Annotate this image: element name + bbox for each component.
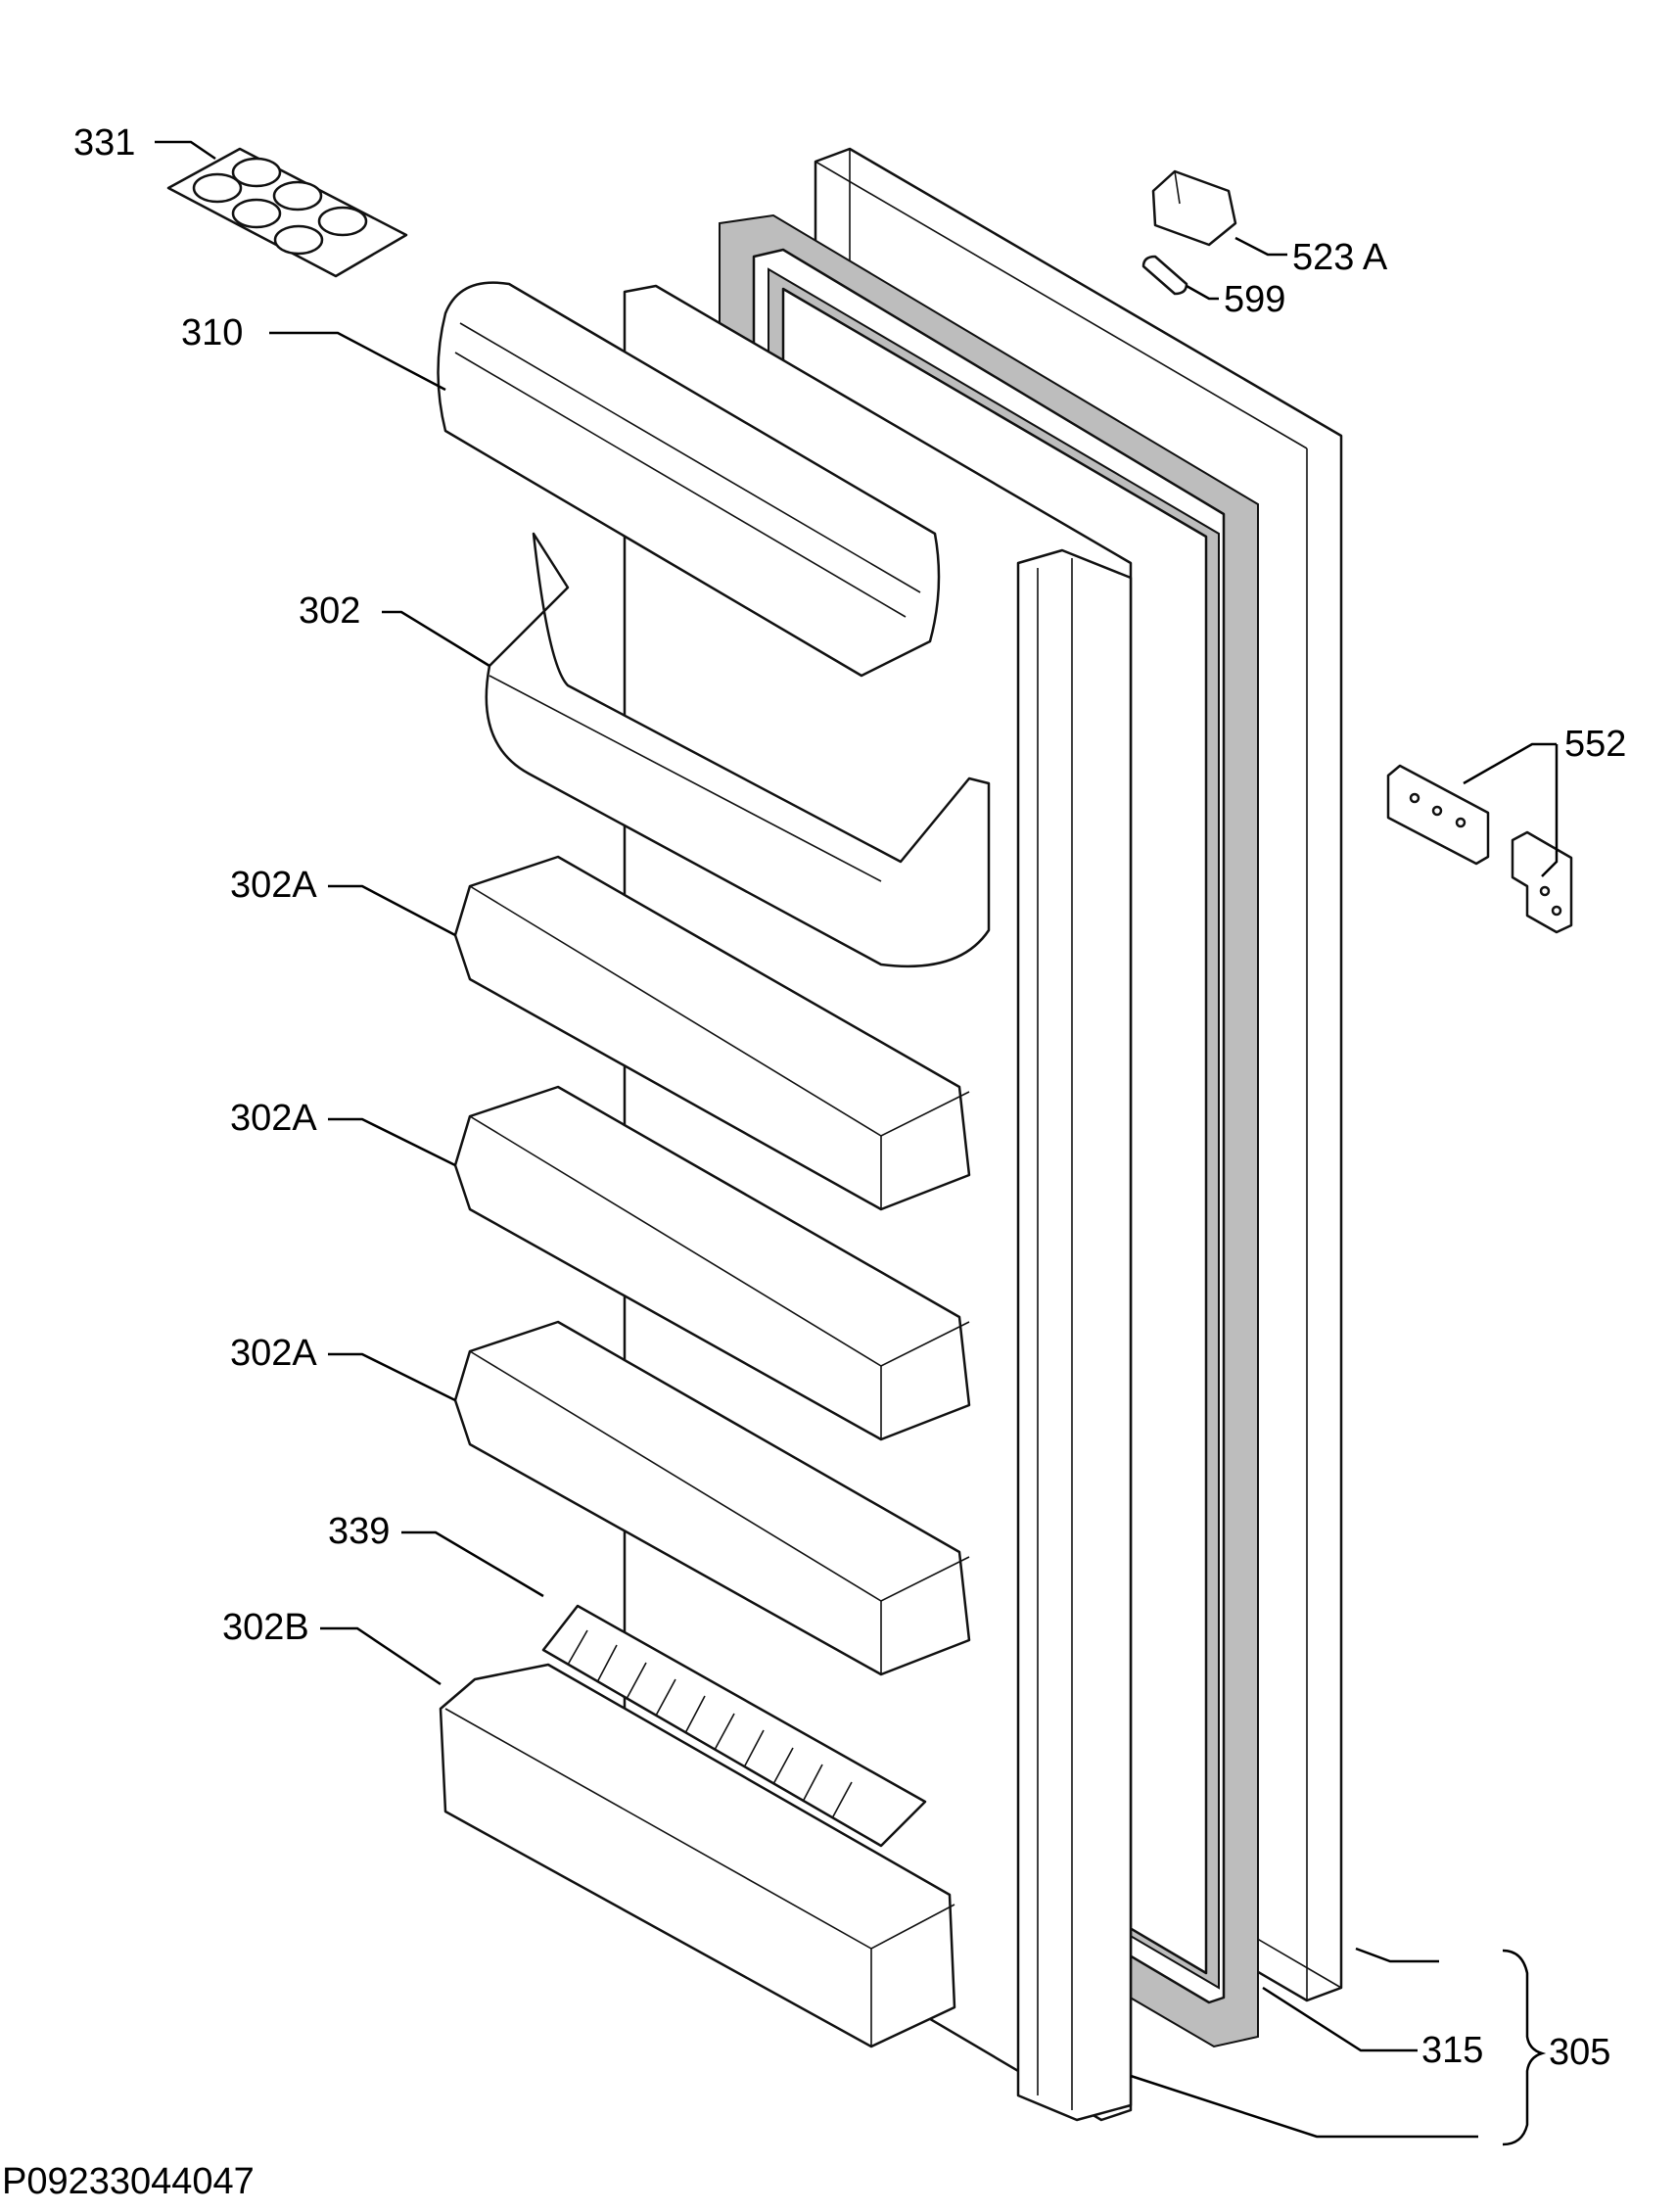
bushing-599 [1141,255,1188,296]
hinge-cap-523a [1151,169,1237,247]
callout-339: 339 [328,1511,390,1552]
callout-302a-3: 302A [230,1333,317,1374]
door-bin-302b [439,1663,956,2048]
callout-552: 552 [1564,724,1626,765]
callout-302a-2: 302A [230,1098,317,1139]
door-shelf-302a-1 [453,855,971,1211]
drawing-code: P09233044047 [2,2161,255,2202]
bottle-retainer-339 [541,1604,927,1848]
hinge-bracket-552-a [1386,764,1490,866]
callout-331: 331 [73,122,135,164]
door-shelf-302 [485,532,991,968]
callout-305: 305 [1549,2032,1610,2073]
callout-302b: 302B [222,1607,309,1648]
door-shelf-302a-2 [453,1085,971,1441]
callout-523a: 523 A [1292,237,1388,278]
callout-302a-1: 302A [230,865,317,906]
leader-lines [155,140,1559,2146]
hinge-bracket-552-b [1511,830,1573,934]
egg-tray [166,147,408,278]
callout-599: 599 [1224,279,1285,320]
dairy-compartment-cover [437,281,941,678]
callout-302: 302 [299,590,360,632]
callout-310: 310 [181,312,243,353]
callout-315: 315 [1421,2030,1483,2071]
door-shelf-302a-3 [453,1320,971,1676]
